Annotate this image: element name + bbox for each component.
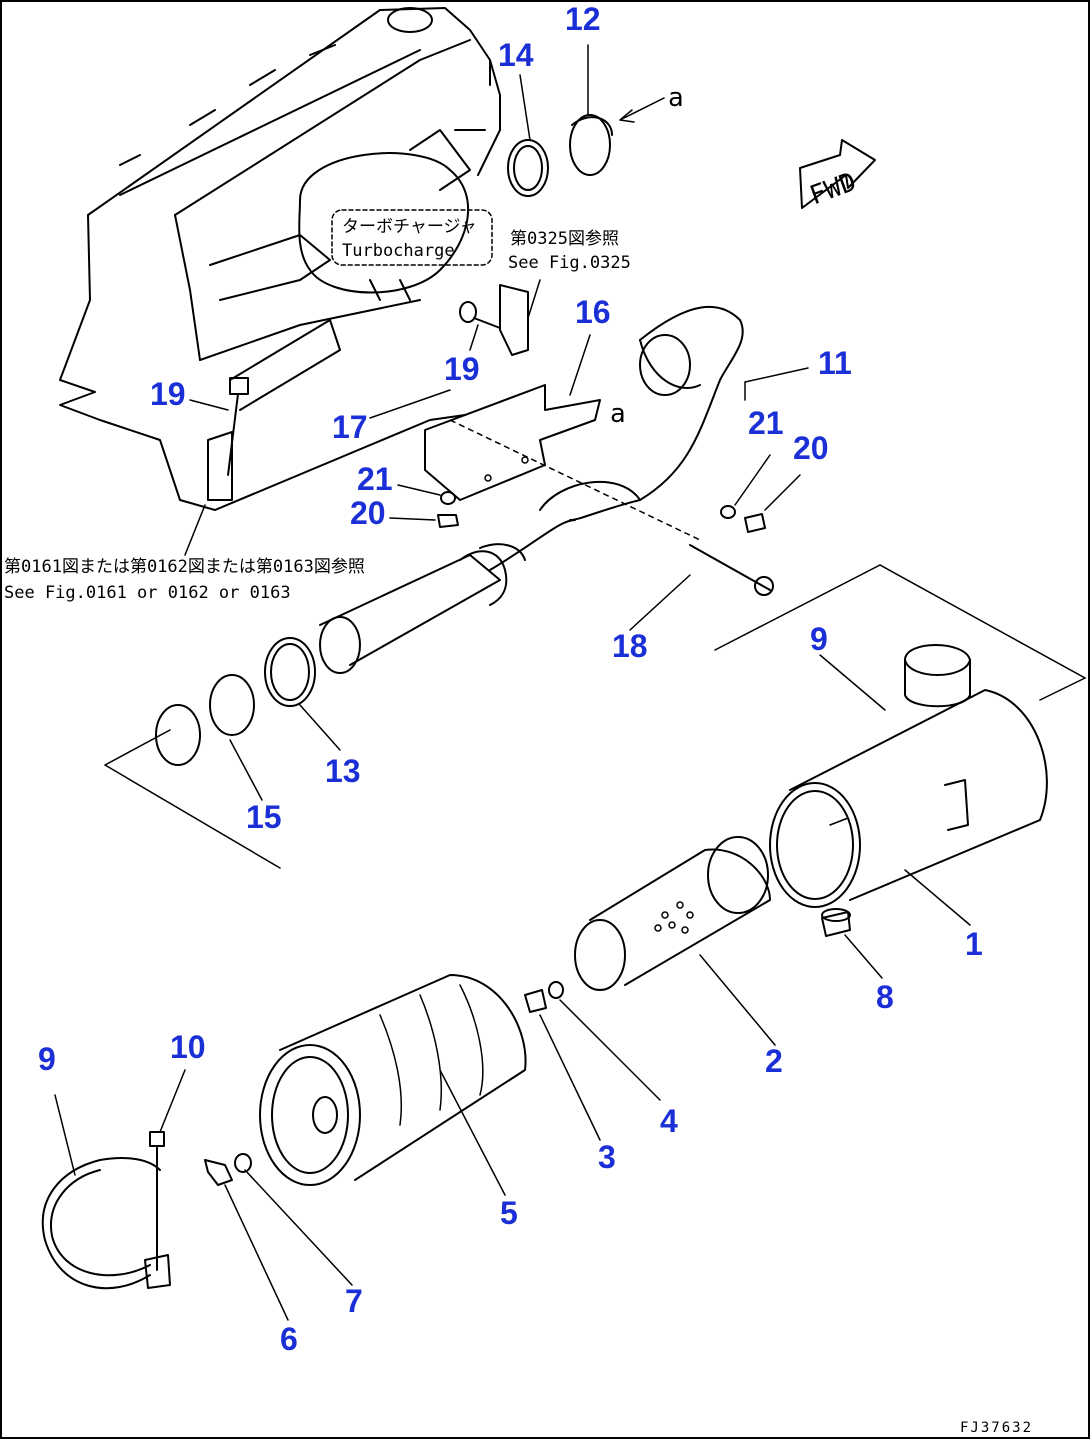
marker-a-top: a: [668, 83, 684, 113]
callout-5: 5: [500, 1195, 518, 1231]
callout-14: 14: [498, 37, 534, 73]
part-6-wing-nut: [204, 1159, 233, 1186]
callout-4: 4: [660, 1103, 678, 1139]
engine-block: [59, 7, 501, 511]
marker-a-mid: a: [610, 399, 626, 429]
part-5-outer-element: [259, 974, 527, 1186]
turbocharger-label-jp: ターボチャージャ: [342, 217, 477, 237]
callout-2: 2: [765, 1043, 783, 1079]
callout-1: 1: [965, 926, 983, 962]
callout-19-right: 19: [444, 351, 480, 387]
part-14-clamp: [507, 139, 549, 197]
part-21-washer-right: [720, 505, 736, 519]
part-20-nut-right: [744, 513, 766, 533]
callout-9-upper: 9: [810, 621, 828, 657]
part-15-clamp-a: [209, 674, 255, 736]
part-8-evacuator-valve: [821, 908, 851, 937]
air-intake-pipe: [319, 519, 576, 674]
fwd-label: FWD: [806, 167, 860, 211]
part-1-air-cleaner-body: [769, 644, 1048, 908]
callout-6: 6: [280, 1321, 298, 1357]
forward-arrow-icon: FWD: [799, 139, 876, 211]
callout-20-right: 20: [793, 430, 829, 466]
callout-16: 16: [575, 294, 611, 330]
callout-15: 15: [246, 799, 282, 835]
part-20-nut-mid: [437, 514, 459, 528]
part-19-bolt-right: [459, 301, 501, 329]
part-19-bolt-left: [207, 377, 249, 501]
callout-3: 3: [598, 1139, 616, 1175]
callout-21-mid: 21: [357, 461, 393, 497]
callout-19-left: 19: [150, 376, 186, 412]
part-11-intake-hose: [539, 305, 744, 521]
ref-fig0161-en: See Fig.0161 or 0162 or 0163: [4, 583, 291, 603]
ref-fig0161-jp: 第0161図または第0162図または第0163図参照: [4, 557, 365, 577]
part-10-bolt: [144, 1131, 171, 1289]
callout-9-lower: 9: [38, 1041, 56, 1077]
ref-fig0325-en: See Fig.0325: [508, 253, 631, 273]
callout-11: 11: [818, 345, 852, 381]
part-3-nut: [524, 989, 547, 1013]
part-16-bracket: [424, 284, 601, 501]
part-4-washer: [548, 981, 564, 999]
part-13-clamp: [264, 637, 316, 707]
callout-17: 17: [332, 409, 368, 445]
part-12-cap: [569, 114, 613, 176]
turbocharger-label-en: Turbocharge: [342, 241, 455, 261]
part-18-bolt: [689, 544, 771, 591]
part-21-washer-mid: [440, 491, 456, 505]
drawing-code: FJ37632: [960, 1420, 1033, 1436]
part-15-clamp-b: [155, 704, 201, 766]
ref-fig0325-jp: 第0325図参照: [510, 229, 619, 249]
callout-13: 13: [325, 753, 361, 789]
callout-12: 12: [565, 1, 601, 37]
callout-7: 7: [345, 1283, 363, 1319]
part-7-washer: [234, 1153, 252, 1173]
leader-lines: [54, 44, 971, 1321]
callout-18: 18: [612, 628, 648, 664]
part-2-inner-element: [574, 836, 771, 991]
part-9-mounting-band: [41, 1157, 161, 1290]
callout-20-mid: 20: [350, 495, 386, 531]
turbocharger: [298, 129, 493, 301]
callout-8: 8: [876, 979, 894, 1015]
callout-21-right: 21: [748, 405, 784, 441]
callout-10: 10: [170, 1029, 206, 1065]
